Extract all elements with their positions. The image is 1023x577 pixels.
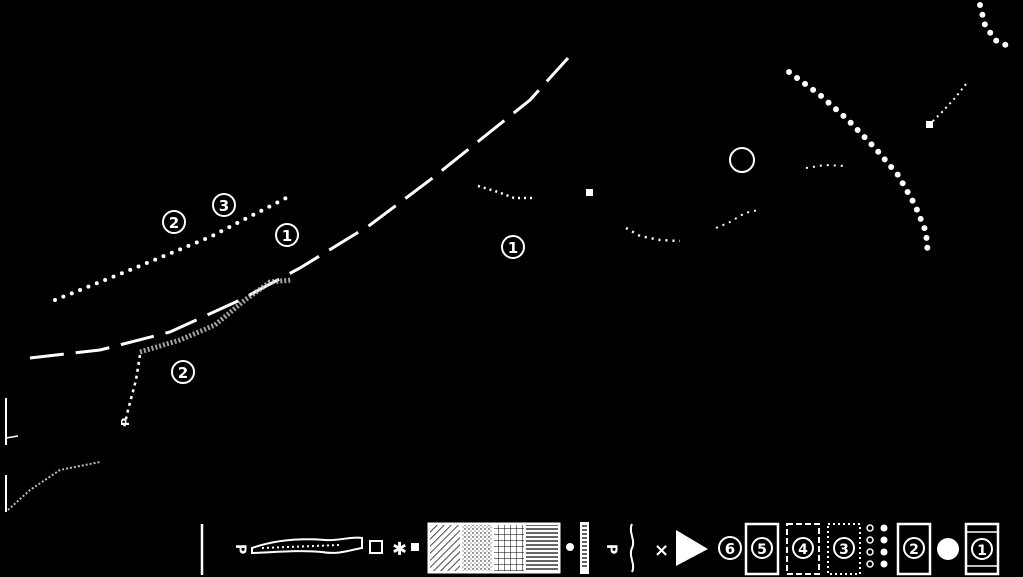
stippled-band-central	[139, 277, 293, 355]
legend-filled-square	[411, 543, 419, 551]
dotted-descender	[122, 354, 142, 429]
svg-text:5: 5	[757, 542, 767, 558]
hollow-circle-marker	[729, 147, 755, 173]
bead-arc-east	[786, 69, 931, 259]
square-marker-center	[586, 189, 593, 196]
svg-text:6: 6	[725, 540, 735, 558]
legend-river-symbol	[251, 536, 363, 555]
square-marker-east	[926, 121, 933, 128]
legend-asterisk-icon: ✱	[392, 539, 407, 560]
legend-box-one: 1	[964, 522, 1000, 576]
legend-strip: P ✱ P × 6 5 4	[200, 522, 1000, 576]
legend-ruler-bar	[580, 522, 589, 574]
svg-text:1: 1	[977, 543, 987, 559]
legend-flag-icon	[676, 530, 708, 566]
legend-hollow-square	[369, 540, 383, 554]
map-letter-p: P	[119, 418, 132, 426]
svg-text:3: 3	[839, 542, 849, 558]
svg-text:2: 2	[909, 542, 919, 558]
legend-circled-six: 6	[718, 536, 742, 560]
dotted-cluster-b	[625, 226, 681, 243]
svg-text:1: 1	[282, 227, 292, 245]
svg-text:3: 3	[219, 197, 229, 215]
legend-bead-column	[866, 524, 888, 568]
legend-dot-symbol	[566, 543, 574, 551]
stippled-band-lower	[7, 461, 101, 511]
svg-text:2: 2	[169, 214, 179, 232]
svg-text:2: 2	[178, 364, 188, 382]
dotted-line-west	[53, 194, 292, 302]
dotted-cluster-d	[805, 163, 846, 169]
circled-label-three-west: 3	[212, 193, 236, 217]
dotted-line-northeast	[931, 83, 967, 123]
legend-letter-p-2: P	[603, 544, 619, 554]
legend-letter-p-1: P	[232, 544, 248, 554]
svg-text:4: 4	[798, 542, 808, 558]
legend-filled-circle	[937, 538, 959, 560]
bead-arc-northeast	[977, 2, 1013, 50]
svg-text:1: 1	[508, 239, 518, 257]
legend-wavy-line	[629, 523, 635, 573]
legend-box-two: 2	[896, 522, 932, 576]
dotted-cluster-c	[715, 209, 759, 229]
circled-label-two-west: 2	[162, 210, 186, 234]
legend-box-five: 5	[744, 522, 780, 576]
legend-box-three: 3	[827, 523, 861, 575]
dotted-cluster-a	[477, 184, 534, 200]
legend-box-four: 4	[786, 523, 820, 575]
legend-cross-mark: ×	[654, 540, 669, 561]
dashed-boundary-line	[29, 56, 570, 360]
circled-label-two-central: 2	[171, 360, 195, 384]
circled-label-one-west: 1	[275, 223, 299, 247]
circled-label-one-central: 1	[501, 235, 525, 259]
